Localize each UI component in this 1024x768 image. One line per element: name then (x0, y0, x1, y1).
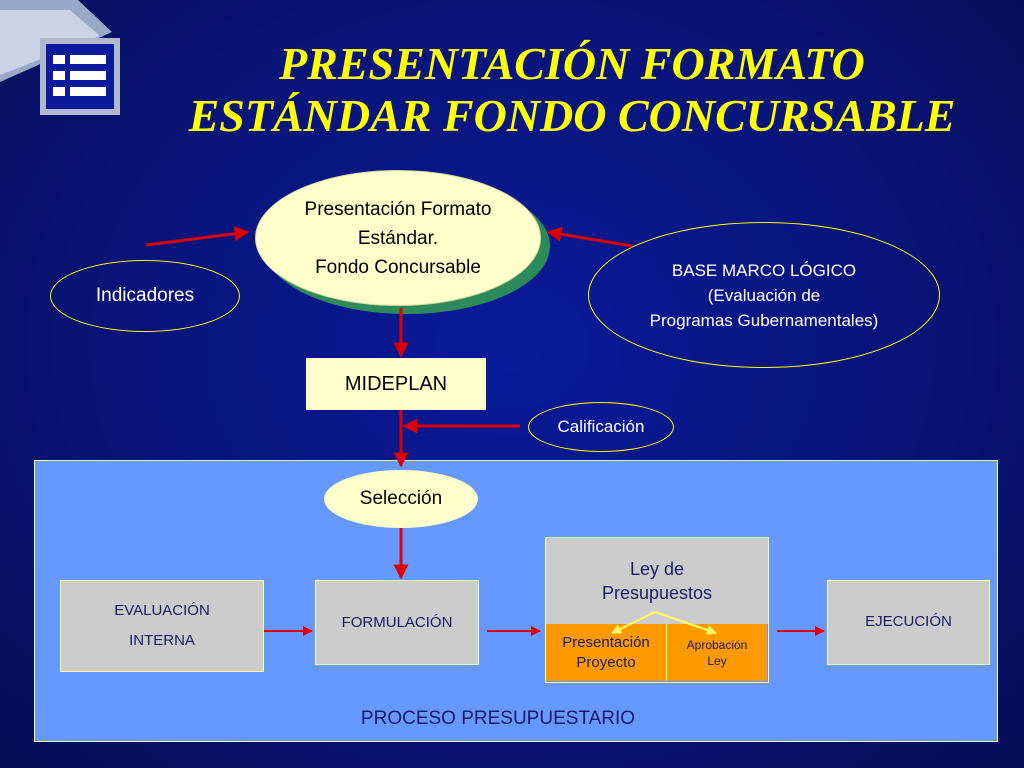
presentacion-formato-node: Presentación Formato Estándar. Fondo Con… (255, 170, 541, 306)
ley-presupuestos-node: Ley de Presupuestos Presentación Proyect… (545, 537, 769, 683)
arrow-ley-right (654, 611, 717, 635)
title-line-2: ESTÁNDAR FONDO CONCURSABLE (188, 90, 956, 141)
presentacion-proyecto-node: Presentación Proyecto (546, 624, 667, 681)
indicadores-node: Indicadores (50, 260, 240, 332)
ley-line-1: Ley de (629, 559, 685, 579)
seleccion-node: Selección (324, 470, 478, 528)
page-title: PRESENTACIÓN FORMATO ESTÁNDAR FONDO CONC… (120, 38, 1024, 142)
ejecucion-node: EJECUCIÓN (827, 580, 990, 665)
title-line-1: PRESENTACIÓN FORMATO (279, 38, 865, 89)
presentacion-proyecto-line-2: Proyecto (576, 653, 636, 671)
aprobacion-line-1: Aprobación (686, 637, 748, 652)
calificacion-label: Calificación (557, 417, 645, 436)
mideplan-node: MIDEPLAN (306, 358, 486, 410)
mideplan-label: MIDEPLAN (344, 372, 448, 395)
presentacion-line-3: Fondo Concursable (315, 256, 481, 278)
presentacion-proyecto-line-1: Presentación (562, 633, 650, 651)
calificacion-node: Calificación (528, 402, 674, 452)
base-line-3: Programas Gubernamentales) (649, 310, 879, 330)
evaluacion-line-1: EVALUACIÓN (114, 602, 210, 619)
presentacion-line-1: Presentación Formato (304, 198, 492, 220)
formulacion-node: FORMULACIÓN (315, 580, 479, 665)
base-marco-logico-node: BASE MARCO LÓGICO (Evaluación de Program… (588, 222, 940, 368)
base-line-2: (Evaluación de (707, 285, 821, 305)
evaluacion-line-2: INTERNA (129, 632, 195, 649)
arrow-ley-left (611, 611, 656, 634)
list-icon (0, 0, 120, 115)
proceso-label: PROCESO PRESUPUESTARIO (360, 708, 636, 729)
ley-header: Ley de Presupuestos (546, 538, 768, 624)
arrow-base (546, 226, 633, 248)
ejecucion-label: EJECUCIÓN (865, 613, 952, 630)
base-line-1: BASE MARCO LÓGICO (671, 260, 857, 280)
presentacion-line-2: Estándar. (357, 227, 439, 249)
aprobacion-ley-node: Aprobación Ley (667, 624, 767, 681)
ley-line-2: Presupuestos (601, 583, 713, 603)
formulacion-label: FORMULACIÓN (341, 614, 453, 631)
arrow-indicadores (145, 226, 250, 247)
seleccion-label: Selección (359, 488, 443, 509)
aprobacion-line-2: Ley (707, 653, 727, 668)
indicadores-label: Indicadores (95, 285, 195, 306)
evaluacion-interna-node: EVALUACIÓN INTERNA (60, 580, 264, 672)
